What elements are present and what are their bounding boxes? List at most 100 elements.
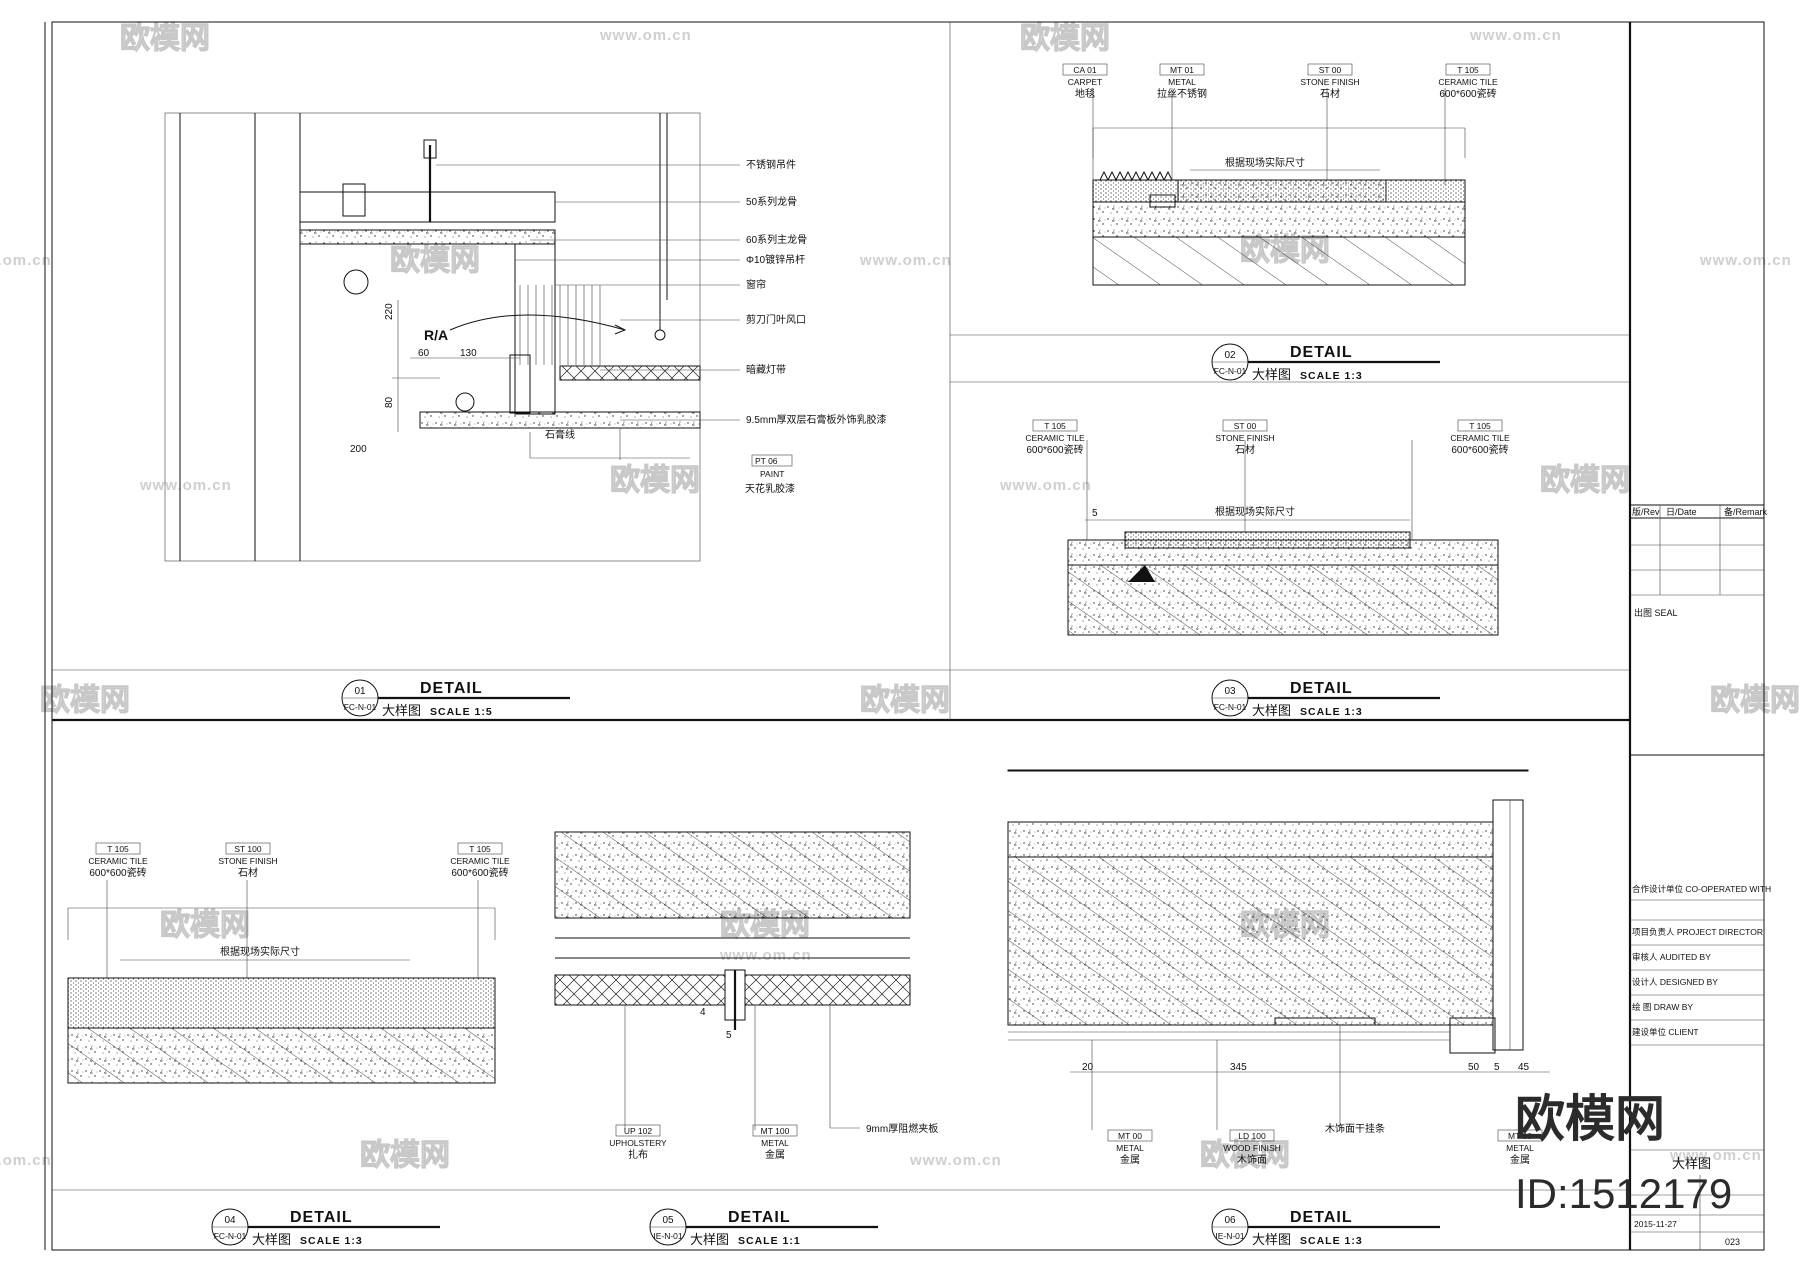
svg-text:600*600瓷砖: 600*600瓷砖 bbox=[89, 866, 146, 879]
watermark-logo: 欧模网 bbox=[1020, 22, 1110, 55]
d5-note: 9mm厚阻燃夹板 bbox=[866, 1122, 938, 1135]
detail-ref: IE-N-01 bbox=[1215, 1231, 1245, 1241]
svg-text:ST 00: ST 00 bbox=[1234, 421, 1257, 431]
svg-text:T 105: T 105 bbox=[1044, 421, 1066, 431]
d3-dim-small: 5 bbox=[1092, 508, 1098, 519]
svg-text:STONE FINISH: STONE FINISH bbox=[1300, 77, 1359, 87]
brand-id: ID:1512179 bbox=[1515, 1170, 1732, 1217]
detail-title: DETAIL bbox=[1290, 344, 1353, 361]
svg-text:拉丝不锈钢: 拉丝不锈钢 bbox=[1157, 87, 1207, 100]
d1-dim: 60 bbox=[418, 348, 430, 359]
svg-text:CERAMIC TILE: CERAMIC TILE bbox=[450, 856, 510, 866]
watermark-url: www.om.cn bbox=[0, 252, 52, 269]
d1-note: 60系列主龙骨 bbox=[746, 233, 807, 246]
svg-text:木饰面: 木饰面 bbox=[1237, 1153, 1267, 1166]
date-header: 日/Date bbox=[1666, 507, 1697, 517]
svg-text:600*600瓷砖: 600*600瓷砖 bbox=[1026, 443, 1083, 456]
watermark-url: www.om.cn bbox=[0, 1152, 52, 1169]
detail-scale: SCALE 1:5 bbox=[430, 706, 493, 718]
d3-dim: 根据现场实际尺寸 bbox=[1215, 505, 1295, 518]
detail-subtitle: 大样图 bbox=[690, 1232, 729, 1247]
detail-number: 03 bbox=[1224, 686, 1236, 697]
watermark-logo: 欧模网 bbox=[40, 684, 130, 717]
title-block: 版/Rev 日/Date 备/Remark 出图 SEAL 合作设计单位 CO-… bbox=[1630, 504, 1771, 1250]
detail-ref: FC-N-01 bbox=[214, 1231, 247, 1241]
d1-material-tag: PT 06 PAINT 天花乳胶漆 bbox=[619, 428, 795, 495]
d1-dim: 220 bbox=[384, 303, 395, 320]
svg-text:ST 100: ST 100 bbox=[234, 844, 262, 854]
svg-text:金属: 金属 bbox=[1120, 1153, 1140, 1166]
svg-text:CERAMIC TILE: CERAMIC TILE bbox=[1450, 433, 1510, 443]
svg-text:T 105: T 105 bbox=[107, 844, 129, 854]
svg-text:CERAMIC TILE: CERAMIC TILE bbox=[1438, 77, 1498, 87]
svg-text:PT 06: PT 06 bbox=[755, 456, 778, 466]
svg-text:CA 01: CA 01 bbox=[1073, 65, 1096, 75]
d1-note: Φ10镀锌吊杆 bbox=[746, 253, 805, 266]
svg-text:METAL: METAL bbox=[1168, 77, 1196, 87]
svg-text:T 105: T 105 bbox=[469, 844, 491, 854]
d1-note: 石膏线 bbox=[545, 428, 575, 441]
d1-dim: 130 bbox=[460, 348, 477, 359]
d1-note: 9.5mm厚双层石膏板外饰乳胶漆 bbox=[746, 413, 887, 426]
svg-text:PAINT: PAINT bbox=[760, 469, 784, 479]
detail-number: 05 bbox=[662, 1215, 674, 1226]
detail-subtitle: 大样图 bbox=[1252, 367, 1291, 382]
svg-text:600*600瓷砖: 600*600瓷砖 bbox=[451, 866, 508, 879]
rev-header: 版/Rev bbox=[1632, 506, 1660, 517]
svg-text:STONE FINISH: STONE FINISH bbox=[218, 856, 277, 866]
d5-dim: 5 bbox=[726, 1030, 732, 1041]
watermark-logo: 欧模网 bbox=[1200, 1139, 1290, 1172]
svg-text:CARPET: CARPET bbox=[1068, 77, 1102, 87]
detail-title: DETAIL bbox=[290, 1209, 353, 1226]
detail-ref: IE-N-01 bbox=[653, 1231, 683, 1241]
watermark-url: www.om.cn bbox=[599, 27, 692, 44]
watermark-logo: 欧模网 bbox=[160, 909, 250, 942]
watermark-logo: 欧模网 bbox=[610, 464, 700, 497]
sheet-border bbox=[51, 21, 1765, 1251]
svg-text:MT 00: MT 00 bbox=[1118, 1131, 1142, 1141]
detail-number: 06 bbox=[1224, 1215, 1236, 1226]
svg-text:UP 102: UP 102 bbox=[624, 1126, 652, 1136]
watermark-logo: 欧模网 bbox=[1710, 684, 1800, 717]
svg-text:天花乳胶漆: 天花乳胶漆 bbox=[745, 482, 795, 495]
detail-title: DETAIL bbox=[1290, 1209, 1353, 1226]
d1-note: 不锈钢吊件 bbox=[746, 158, 796, 171]
watermark-url: www.om.cn bbox=[1469, 27, 1562, 44]
detail-ref: FC-N-01 bbox=[1214, 366, 1247, 376]
detail-subtitle: 大样图 bbox=[252, 1232, 291, 1247]
detail-subtitle: 大样图 bbox=[382, 703, 421, 718]
svg-text:扎布: 扎布 bbox=[628, 1148, 648, 1161]
watermark-logo: 欧模网 bbox=[1540, 464, 1630, 497]
svg-text:LD 100: LD 100 bbox=[1238, 1131, 1266, 1141]
svg-text:STONE FINISH: STONE FINISH bbox=[1215, 433, 1274, 443]
d1-note: 50系列龙骨 bbox=[746, 195, 797, 208]
detail-ref: FC-N-01 bbox=[344, 702, 377, 712]
detail-number: 04 bbox=[224, 1215, 236, 1226]
watermark-url: www.om.cn bbox=[719, 947, 812, 964]
d6-note: 木饰面干挂条 bbox=[1325, 1122, 1385, 1135]
d1-dim: 80 bbox=[384, 396, 395, 408]
drawing-date: 2015-11-27 bbox=[1634, 1219, 1677, 1229]
svg-text:METAL: METAL bbox=[761, 1138, 789, 1148]
svg-text:地毯: 地毯 bbox=[1075, 87, 1095, 100]
detail-number: 02 bbox=[1224, 350, 1236, 361]
d6-dim: 345 bbox=[1230, 1062, 1247, 1073]
watermark-logo: 欧模网 bbox=[390, 244, 480, 277]
watermark-url: www.om.cn bbox=[1669, 1147, 1762, 1164]
detail-ref: FC-N-01 bbox=[1214, 702, 1247, 712]
svg-text:CERAMIC TILE: CERAMIC TILE bbox=[1025, 433, 1085, 443]
tb-row: 建设单位 CLIENT bbox=[1632, 1027, 1699, 1037]
d1-note: 剪刀门叶风口 bbox=[746, 313, 806, 326]
svg-text:ST 00: ST 00 bbox=[1319, 65, 1342, 75]
